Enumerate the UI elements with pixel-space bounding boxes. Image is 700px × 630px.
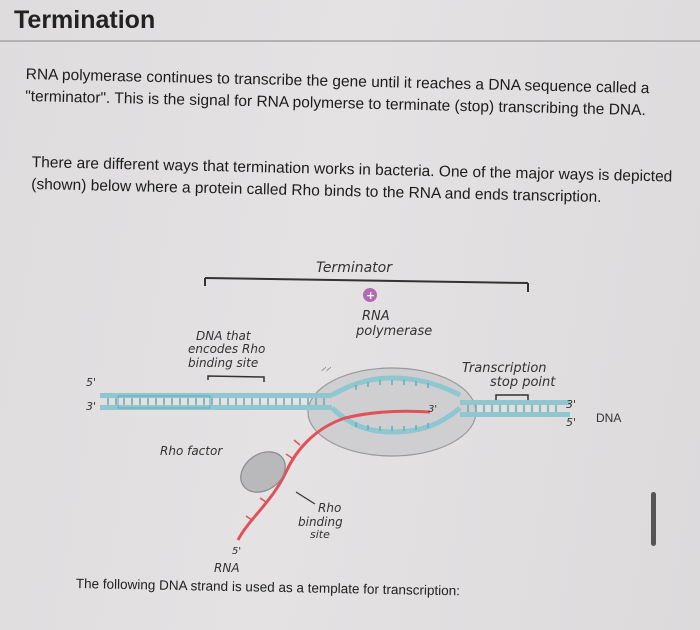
five-prime-right: 5' — [566, 416, 576, 429]
rho-binding-label-1: Rho — [318, 501, 341, 515]
terminator-label: Terminator — [316, 260, 393, 276]
rna-polymerase-label-1: RNA — [362, 309, 390, 324]
svg-text:+: + — [366, 289, 375, 302]
three-prime-right: 3' — [566, 398, 576, 411]
rna-polymerase-label-2: polymerase — [355, 324, 432, 339]
terminator-bracket — [204, 277, 529, 292]
svg-text:⸝⸝: ⸝⸝ — [321, 362, 332, 373]
stop-point-label-2: stop point — [490, 375, 556, 390]
dna-strand-right — [460, 400, 570, 417]
page-title: Termination — [14, 6, 156, 34]
rho-binding-label-3: site — [310, 528, 330, 541]
rna-label: RNA — [214, 561, 240, 575]
dna-strand-left — [100, 393, 332, 410]
rho-factor-label: Rho factor — [160, 444, 223, 458]
rho-binding-label-2: binding — [298, 515, 343, 529]
three-prime-left: 3' — [86, 400, 96, 413]
dna-rho-label-1: DNA that — [196, 329, 252, 343]
five-prime-rna: 5' — [232, 546, 241, 557]
dna-label: DNA — [596, 411, 621, 425]
dna-rho-label-3: binding site — [188, 356, 258, 370]
five-prime-top: 5' — [86, 376, 96, 389]
divider — [0, 40, 700, 42]
paragraph-termination: RNA polymerase continues to transcribe t… — [25, 65, 650, 120]
dna-rho-label-2: encodes Rho — [188, 342, 265, 356]
stop-point-label-1: Transcription — [462, 361, 547, 376]
scrollbar[interactable] — [651, 492, 656, 546]
plus-icon — [363, 288, 377, 302]
termination-diagram: Terminator + RNA polymerase DNA that enc… — [86, 260, 621, 575]
paragraph-bacteria: There are different ways that terminatio… — [31, 153, 673, 206]
rho-factor-shape — [240, 451, 286, 493]
three-prime-mid: 3' — [428, 404, 437, 415]
rna-transcript — [236, 409, 431, 541]
